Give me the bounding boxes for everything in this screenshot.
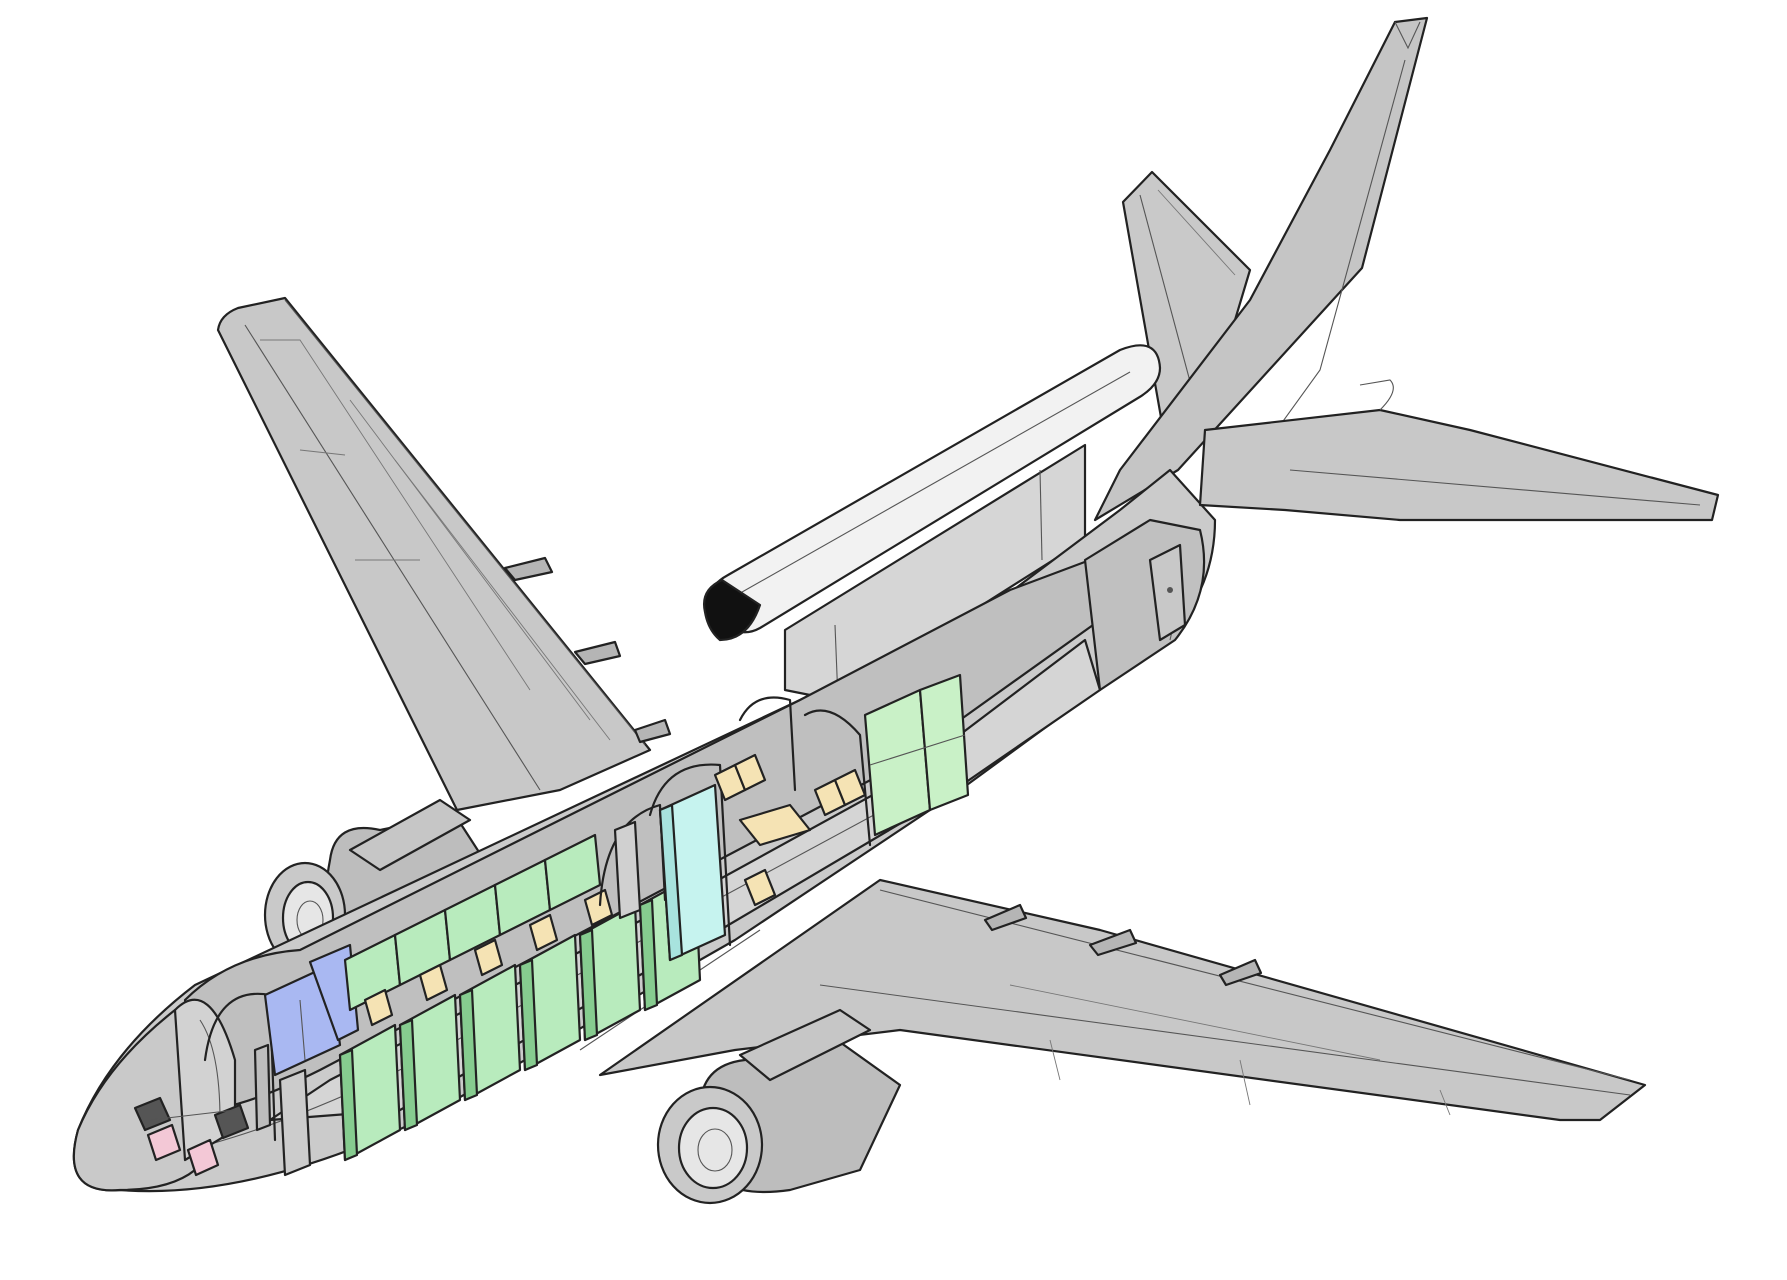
flight-deck: [133, 992, 277, 1177]
left-wing: [216, 296, 672, 812]
right-engine: [656, 1008, 902, 1205]
equipment-racks: [863, 673, 970, 837]
cabin-bulkheads: [598, 696, 872, 947]
fuselage: [72, 468, 1217, 1193]
mission-consoles: [338, 833, 702, 1162]
right-horizontal-stabilizer: [1198, 379, 1720, 522]
crew-rest-area: [658, 753, 867, 962]
radar-antenna: [703, 344, 1162, 702]
